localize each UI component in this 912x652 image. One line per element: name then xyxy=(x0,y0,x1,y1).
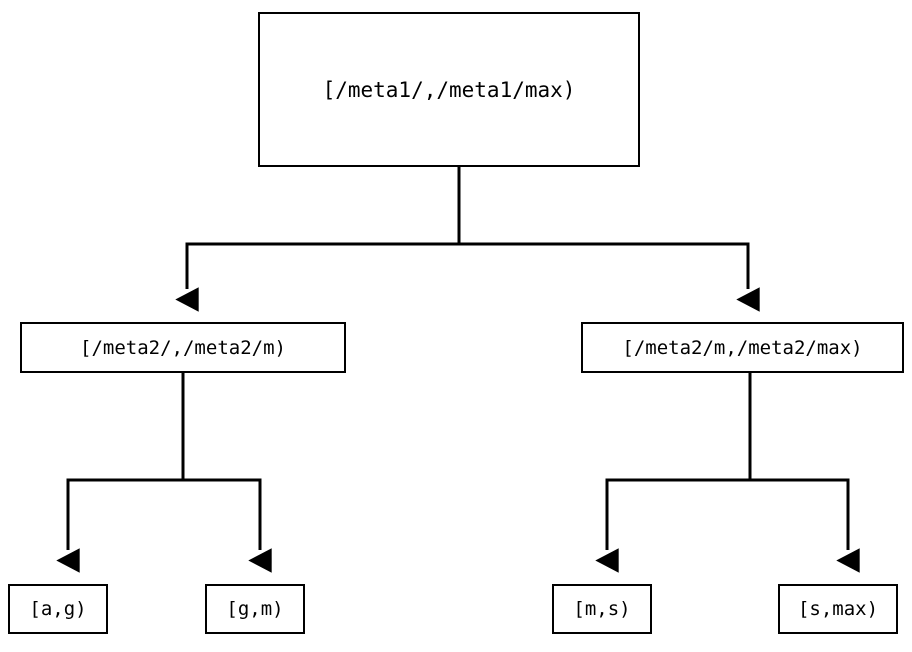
edge-mid-left-to-leaf-gm xyxy=(181,373,272,573)
edge-mid-right-to-leaf-ms xyxy=(595,373,752,573)
node-leaf-m-s[interactable]: [m,s) xyxy=(552,584,652,634)
node-leaf-g-m[interactable]: [g,m) xyxy=(205,584,305,634)
edge-root-to-mid-right xyxy=(457,167,760,312)
node-mid-right[interactable]: [/meta2/m,/meta2/max) xyxy=(581,322,904,373)
edge-mid-left-to-leaf-ag xyxy=(56,373,185,573)
node-leaf-s-max[interactable]: [s,max) xyxy=(778,584,898,634)
edge-root-to-mid-left xyxy=(175,167,461,312)
edge-mid-right-to-leaf-smax xyxy=(748,373,860,573)
node-leaf-a-g[interactable]: [a,g) xyxy=(8,584,108,634)
node-mid-left[interactable]: [/meta2/,/meta2/m) xyxy=(20,322,346,373)
node-root[interactable]: [/meta1/,/meta1/max) xyxy=(258,12,640,167)
